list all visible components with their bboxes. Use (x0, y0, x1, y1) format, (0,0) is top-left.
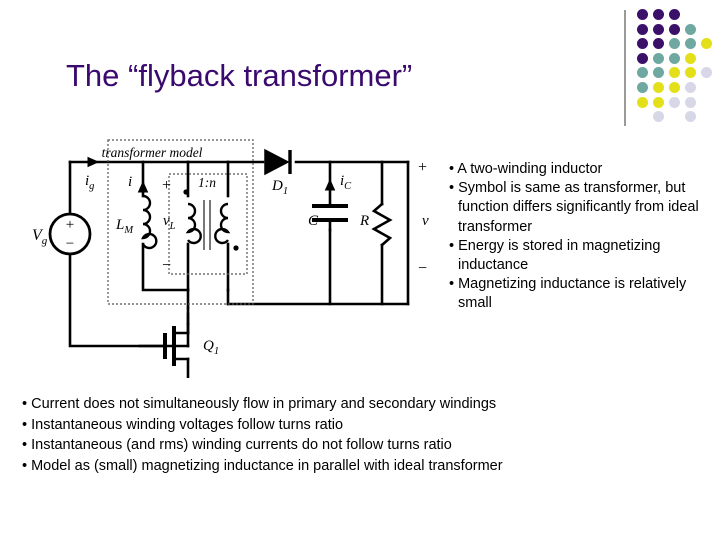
dot-yellow (685, 67, 696, 79)
transformer-model-label: transformer model (102, 145, 203, 160)
transformer-core (203, 200, 211, 250)
dot-purple (669, 23, 680, 35)
label-q1: Q1 (203, 338, 219, 357)
dot-teal (653, 52, 664, 64)
diode-d1 (264, 148, 292, 176)
label-r: R (359, 213, 369, 229)
source-minus-icon: − (66, 236, 74, 252)
list-item: • Instantaneous (and rms) winding curren… (22, 437, 452, 453)
list-item: • Instantaneous winding voltages follow … (22, 416, 344, 433)
dot-yellow (653, 82, 664, 93)
list-item: • Energy is stored in magnetizing induct… (449, 237, 661, 274)
dot-purple (637, 9, 648, 20)
dot-teal (637, 67, 648, 79)
label-ig: ig (85, 173, 94, 192)
current-arrows (87, 156, 336, 193)
list-item: • Magnetizing inductance is relatively s… (449, 276, 687, 312)
dot-lavender (701, 67, 712, 79)
label-minus-output: − (418, 260, 427, 277)
dot-teal (669, 52, 680, 64)
ideal-transformer-boundary (168, 173, 248, 275)
magnetizing-inductor-coil (141, 194, 158, 250)
dot-grid-motif (637, 9, 717, 129)
label-c: C (308, 213, 319, 229)
dot-lavender (653, 111, 664, 123)
label-i: i (128, 174, 132, 190)
label-turns-ratio: 1:n (198, 175, 216, 190)
flyback-converter-schematic: + − transformer model Vg ig LM i vL + − … (0, 128, 450, 378)
transformer-secondary-coil (214, 202, 231, 245)
list-item: • Current does not simultaneously flow i… (22, 396, 497, 412)
dot-yellow (669, 67, 680, 79)
right-bullet-list: • A two-winding inductor • Symbol is sam… (449, 160, 711, 314)
header-divider-line (624, 10, 626, 126)
wire-lm-bottom (141, 242, 190, 292)
dot-yellow (637, 96, 648, 108)
resistor-zigzag (371, 202, 393, 247)
source-polarity: + − (66, 217, 74, 252)
dot-purple (669, 9, 680, 20)
dot-yellow (669, 82, 680, 93)
dot-teal (685, 23, 696, 35)
label-minus-primary: − (162, 257, 171, 274)
label-vg: Vg (32, 227, 48, 247)
source-plus-icon: + (66, 217, 74, 233)
transformer-dot-secondary (233, 245, 239, 251)
label-d1: D1 (271, 178, 288, 197)
label-vl: vL (163, 213, 176, 232)
dot-purple (653, 9, 664, 20)
dot-purple (637, 38, 648, 50)
dot-purple (637, 52, 648, 64)
dot-yellow (685, 52, 696, 64)
transformer-model-boundary (107, 139, 254, 305)
list-item: • Symbol is same as transformer, but fun… (449, 180, 699, 235)
page-title: The “flyback transformer” (66, 58, 413, 93)
dot-purple (653, 23, 664, 35)
transformer-primary-coil (185, 202, 202, 245)
dot-yellow (653, 96, 664, 108)
bottom-bullet-list: • Current does not simultaneously flow i… (22, 394, 692, 476)
dot-teal (685, 38, 696, 50)
dot-teal (653, 67, 664, 79)
dot-teal (669, 38, 680, 50)
dot-lavender (685, 82, 696, 93)
list-item: • Model as (small) magnetizing inductanc… (22, 457, 503, 474)
label-plus-output: + (418, 159, 427, 176)
dot-teal (637, 82, 648, 93)
label-lm: LM (115, 217, 134, 236)
dot-purple (653, 38, 664, 50)
label-v: v (422, 213, 429, 229)
list-item: • A two-winding inductor (449, 161, 603, 177)
label-ic: iC (340, 173, 352, 192)
dot-purple (637, 23, 648, 35)
dot-lavender (669, 96, 680, 108)
transformer-dot-primary (183, 189, 189, 195)
dot-lavender (685, 111, 696, 123)
dot-lavender (685, 96, 696, 108)
dot-yellow (701, 38, 712, 50)
label-plus-primary: + (162, 177, 171, 194)
